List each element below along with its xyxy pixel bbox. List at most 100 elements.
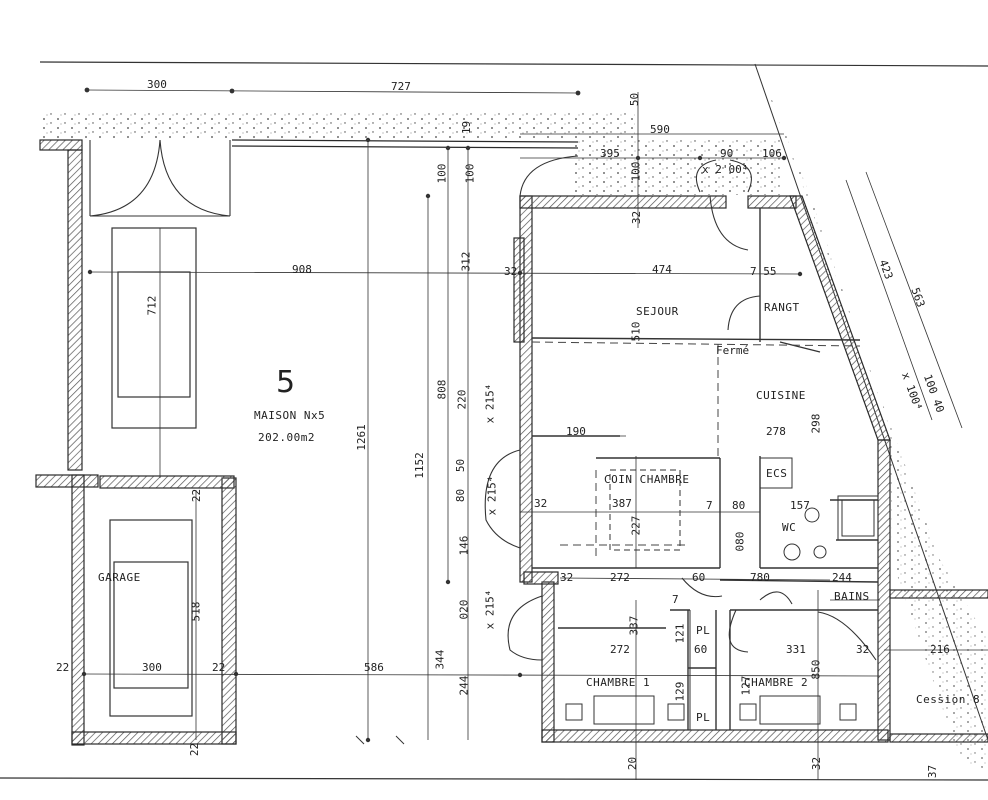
dim-146: 146 [457, 535, 471, 556]
room-cuisine: CUISINE [756, 389, 806, 402]
room-garage: GARAGE [98, 571, 141, 584]
dim-300-top: 300 [147, 78, 167, 91]
dim-2004: x 2'00⁴ [702, 163, 749, 176]
dim-780: 780 [750, 571, 770, 584]
dim-7a: 7 [706, 499, 713, 512]
terrace-dots [575, 140, 780, 195]
dim-220: 220 [455, 389, 469, 410]
room-rangt: RANGT [764, 301, 800, 314]
dim-2154a: x 215⁴ [483, 383, 497, 424]
dim-272a: 272 [610, 571, 630, 584]
gate-doors [89, 139, 231, 217]
dim-1152: 1152 [412, 452, 426, 479]
dim-712: 712 [145, 295, 159, 316]
dim-32-row: 32 [560, 571, 574, 584]
dim-32-r: 32 [856, 643, 870, 656]
dim-586: 586 [364, 661, 384, 674]
room-ferme: Fermé [716, 344, 750, 357]
dim-2154b: x 215⁴ [485, 475, 499, 516]
lot-number: 5 [276, 365, 296, 400]
room-chambre-1: CHAMBRE 1 [586, 676, 651, 689]
dim-100a: 100 [435, 163, 449, 184]
top-dimension [84, 87, 581, 96]
dim-20: 20 [626, 756, 640, 771]
room-chambre-2: CHAMBRE 2 [744, 676, 809, 689]
dim-19: 19 [460, 120, 474, 135]
dim-157: 157 [790, 499, 810, 512]
dim-474: 474 [652, 263, 672, 276]
dim-32-sej: 32 [504, 265, 518, 278]
dim-22c: 22 [56, 661, 70, 674]
fixtures [565, 457, 879, 725]
dim-32-coin: 32 [534, 497, 548, 510]
dim-80b: 80 [732, 499, 746, 512]
dim-2154d: x 215⁴ [483, 589, 497, 630]
dim-129: 129 [673, 681, 687, 702]
dim-590: 590 [650, 123, 670, 136]
dashed-lines [531, 341, 861, 560]
toilet-icon [804, 507, 820, 523]
dim-60: 60 [692, 571, 706, 584]
dim-216: 216 [930, 643, 950, 656]
sink-icon [783, 543, 801, 561]
dim-908: 908 [292, 263, 312, 276]
dim-22e: 22 [188, 742, 202, 757]
dim-100c: 100 [629, 161, 643, 182]
dim-37: 37 [926, 764, 940, 779]
dim-080: 080 [733, 531, 747, 552]
page-bottom-line [0, 777, 988, 781]
dim-60-pl: 60 [694, 643, 708, 656]
dim-244b: 244 [457, 675, 471, 696]
dim-808: 808 [435, 379, 449, 400]
room-wc: WC [782, 521, 797, 534]
dim-387: 387 [612, 497, 632, 510]
room-pl-2: PL [696, 711, 711, 724]
dim-344: 344 [433, 649, 447, 670]
dim-850: 850 [809, 659, 823, 680]
dim-1261: 1261 [354, 424, 368, 451]
dim-244a: 244 [832, 571, 852, 584]
dim-190: 190 [566, 425, 586, 438]
dim-727: 727 [391, 80, 411, 93]
room-ecs: ECS [766, 467, 788, 480]
house-name: MAISON Nx5 [254, 409, 326, 422]
room-coin-chambre: COIN CHAMBRE [604, 473, 690, 486]
dim-121: 121 [673, 623, 687, 644]
dim-90: 90 [720, 147, 734, 160]
dim-312: 312 [459, 251, 473, 272]
dim-227: 227 [629, 515, 643, 536]
cession-label: Cession 8 [916, 693, 981, 706]
dim-100b: 100 [463, 163, 477, 184]
dim-298: 298 [809, 413, 823, 434]
dim-22a: 22 [190, 488, 204, 503]
dim-518: 518 [189, 601, 203, 622]
dim-331: 331 [786, 643, 806, 656]
ticks [355, 610, 691, 745]
water-heater-icon [759, 457, 793, 489]
dim-32-top: 32 [630, 210, 644, 225]
sidewalk-strip [40, 112, 635, 140]
dim-7-55: 7 55 [750, 265, 777, 278]
dim-32-bot: 32 [810, 756, 824, 771]
dim-510: 510 [629, 321, 643, 342]
dim-020: 020 [457, 599, 471, 620]
dim-272b: 272 [610, 643, 630, 656]
dim-50-mid: 50 [454, 458, 468, 473]
dim-300-g: 300 [142, 661, 162, 674]
room-bains: BAINS [834, 590, 870, 603]
dim-80a: 80 [454, 488, 468, 503]
dim-22d: 22 [212, 661, 226, 674]
dim-337: 337 [627, 615, 641, 636]
parking-slots [109, 227, 197, 717]
dim-106: 106 [762, 147, 782, 160]
door-swings [484, 155, 877, 661]
dimension-lines [81, 92, 988, 780]
walls [35, 139, 988, 746]
page-top-line [39, 61, 988, 67]
house-area: 202.00m2 [258, 431, 315, 444]
dim-7b: 7 [672, 593, 679, 606]
room-sejour: SEJOUR [636, 305, 679, 318]
bathtub-icon [837, 495, 879, 541]
dim-50-top: 50 [628, 92, 642, 107]
